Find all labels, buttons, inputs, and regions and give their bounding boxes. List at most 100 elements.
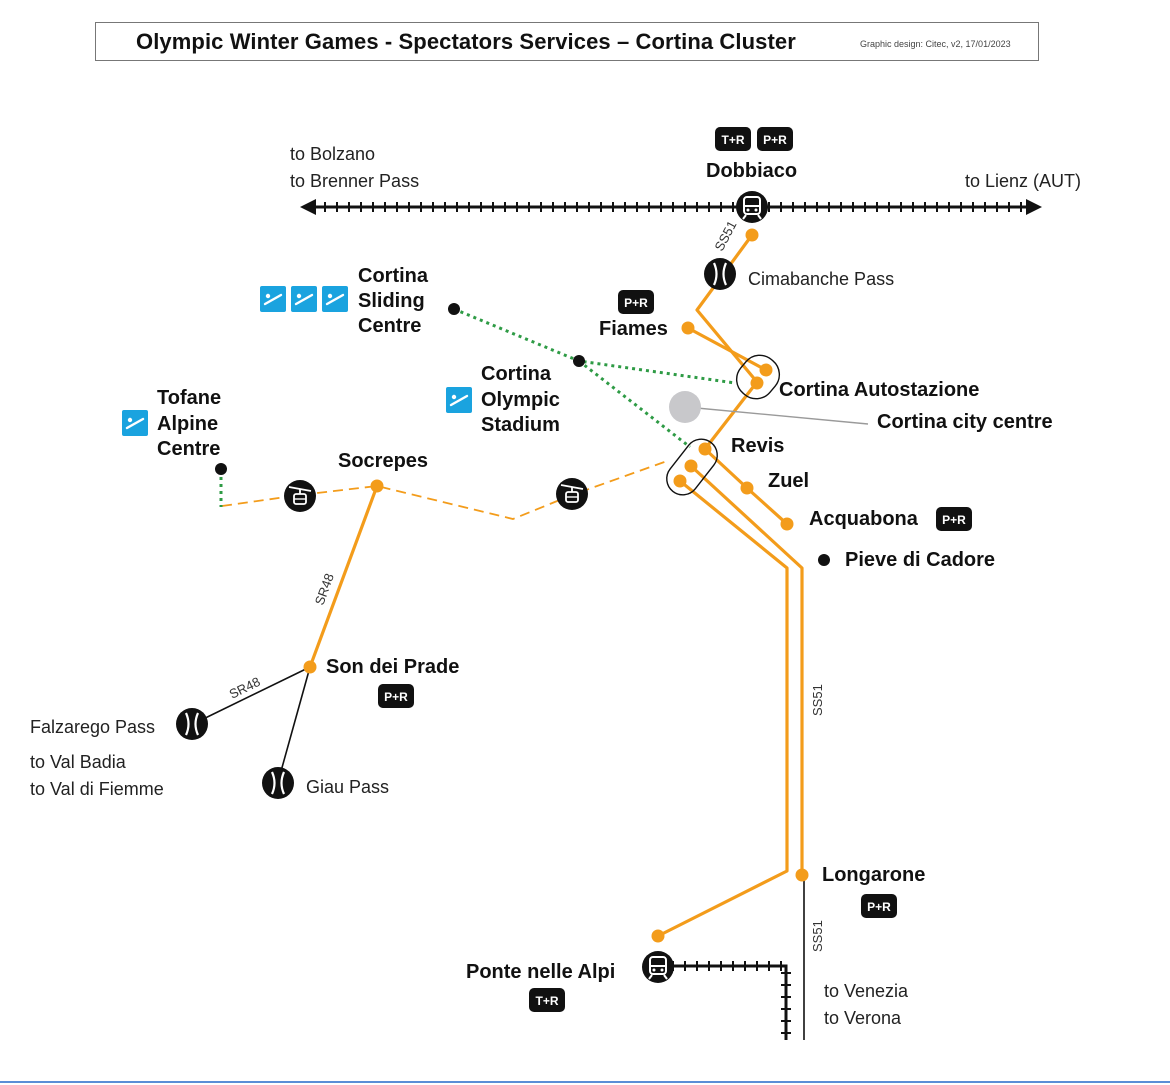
cable-car-icon [556,478,588,510]
point-sliding-centre [448,303,460,315]
label-falzarego: Falzarego Pass [30,717,155,737]
stop-dobbiaco-south [745,228,759,242]
label-autostazione: Cortina Autostazione [779,379,979,401]
venue-olympic-stadium: Cortina Olympic Stadium [481,363,560,436]
svg-text:Centre: Centre [358,315,421,337]
route-longarone [689,464,804,876]
label-dobbiaco: Dobbiaco [706,160,797,182]
direction-venezia: to Venezia [824,981,909,1001]
svg-text:P+R: P+R [763,133,787,147]
badge-fiames-pr: P+R [618,290,654,314]
stop-revis-a [698,442,712,456]
point-olympic-stadium [573,355,585,367]
train-icon [642,951,674,983]
svg-text:Olympic: Olympic [481,389,560,411]
title-box: Olympic Winter Games - Spectators Servic… [95,22,1039,61]
svg-text:Alpine: Alpine [157,413,218,435]
label-ponte: Ponte nelle Alpi [466,961,615,983]
arrow-left-icon [300,199,316,215]
city-centre-pointer [685,406,869,425]
point-tofane [215,463,227,475]
direction-val-badia: to Val Badia [30,752,127,772]
svg-text:Sliding: Sliding [358,290,425,312]
svg-text:T+R: T+R [721,133,744,147]
curling-icon [446,387,472,413]
city-centre-marker [669,391,701,423]
rail-line-ponte [672,961,791,1040]
cable-car-icon [284,480,316,512]
svg-text:Cortina: Cortina [358,265,429,287]
badge-longarone-pr: P+R [861,894,897,918]
sliding-sports-icon [260,286,286,312]
stop-acquabona [780,517,794,531]
stop-socrepes [370,479,384,493]
direction-bolzano: to Bolzano [290,144,375,164]
direction-lienz: to Lienz (AUT) [965,171,1081,191]
road-giau [277,666,311,783]
stop-fiames [681,321,695,335]
mountain-pass-icon [262,767,294,799]
stop-zuel [740,481,754,495]
svg-text:T+R: T+R [535,994,558,1008]
route-sr48 [308,484,379,669]
stops [303,228,809,943]
label-longarone: Longarone [822,864,925,886]
direction-val-fiemme: to Val di Fiemme [30,779,164,799]
sliding-sports-icon [291,286,317,312]
rail-line-dobbiaco [300,199,1042,215]
map-title: Olympic Winter Games - Spectators Servic… [136,29,796,54]
label-zuel: Zuel [768,470,809,492]
label-revis: Revis [731,435,784,457]
route-fiames [686,326,768,372]
route-ponte [656,479,789,938]
svg-text:Tofane: Tofane [157,387,221,409]
venue-sliding-centre: Cortina Sliding Centre [358,265,429,337]
svg-text:Centre: Centre [157,438,220,460]
badge-dobbiaco-tr: T+R [715,127,751,151]
road-label-ss51-mid: SS51 [810,684,825,716]
sliding-sports-icon [322,286,348,312]
graphic-credit: Graphic design: Citec, v2, 17/01/2023 [860,39,1011,49]
road-label-ss51-north: SS51 [711,218,739,253]
direction-brenner: to Brenner Pass [290,171,419,191]
svg-text:P+R: P+R [867,900,891,914]
label-fiames: Fiames [599,318,668,340]
label-son-dei-prade: Son dei Prade [326,656,459,678]
stop-revis-b [684,459,698,473]
label-acquabona: Acquabona [809,508,919,530]
svg-text:Stadium: Stadium [481,414,560,436]
svg-text:P+R: P+R [624,296,648,310]
stop-longarone [795,868,809,882]
road-sr48-falzarego [192,666,311,725]
badge-dobbiaco-pr: P+R [757,127,793,151]
badge-son-dei-prade-pr: P+R [378,684,414,708]
bottom-rule [0,1081,1170,1083]
label-cimabanche: Cimabanche Pass [748,269,894,289]
direction-verona: to Verona [824,1008,902,1028]
label-pieve: Pieve di Cadore [845,549,995,571]
stop-autostazione-b [750,376,764,390]
arrow-right-icon [1026,199,1042,215]
mountain-pass-icon [176,708,208,740]
route-cortina-revis [703,380,759,451]
stop-son-dei-prade [303,660,317,674]
point-pieve [818,554,830,566]
stop-group-revis [666,438,718,496]
train-icon [736,191,768,223]
stop-autostazione-a [759,363,773,377]
road-label-sr48-west: SR48 [227,674,263,702]
stop-ponte [651,929,665,943]
svg-text:P+R: P+R [384,690,408,704]
mountain-pass-icon [704,258,736,290]
label-giau: Giau Pass [306,777,389,797]
svg-text:P+R: P+R [942,513,966,527]
label-socrepes: Socrepes [338,450,428,472]
venue-tofane-alpine: Tofane Alpine Centre [157,387,221,460]
badge-acquabona-pr: P+R [936,507,972,531]
route-dobbiaco [695,233,759,384]
alpine-skiing-icon [122,410,148,436]
shuttle-routes [308,233,804,938]
svg-text:Cortina: Cortina [481,363,552,385]
stop-group-autostazione [735,354,781,400]
